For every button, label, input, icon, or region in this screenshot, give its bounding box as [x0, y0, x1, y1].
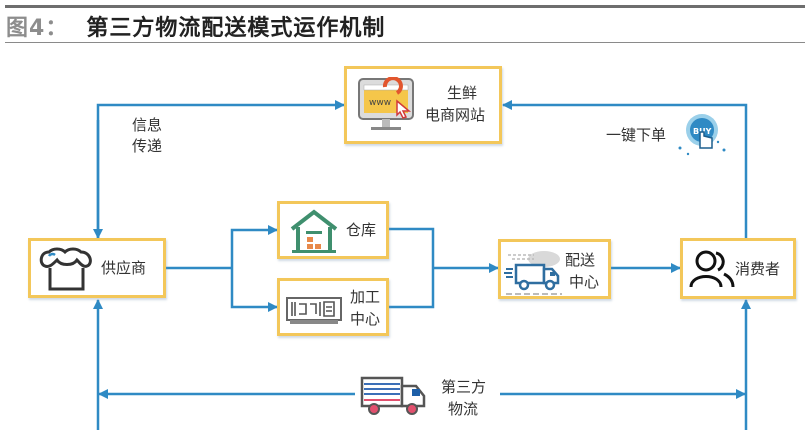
- machine-icon: [286, 297, 342, 324]
- processing-label-line1: 加工: [350, 288, 381, 306]
- ecommerce-label-line1: 生鲜: [447, 84, 478, 102]
- distribution-label-line2: 中心: [569, 273, 600, 291]
- info-transfer-line1: 信息: [132, 116, 163, 134]
- buy-button-icon: BUY: [678, 114, 726, 156]
- computer-www-icon: www: [358, 77, 414, 130]
- figure-separator: ：: [45, 16, 69, 41]
- warehouse-box: 仓库: [277, 201, 389, 259]
- ecommerce-site-box: www 生鲜 电商网站: [344, 66, 502, 144]
- ecommerce-label-line2: 电商网站: [425, 106, 486, 124]
- supplier-label: 供应商: [101, 259, 147, 277]
- logistics-truck-icon: [360, 376, 426, 415]
- delivery-truck-icon: [504, 251, 562, 295]
- info-transfer-line2: 传递: [132, 137, 163, 155]
- warehouse-label: 仓库: [346, 221, 377, 239]
- distribution-center-box: 配送 中心: [498, 239, 611, 299]
- title-top-rule: [5, 5, 805, 8]
- figure-title: 图4： 第三方物流配送模式运作机制: [6, 10, 385, 42]
- processing-center-box: 加工 中心: [277, 278, 389, 336]
- supplier-box: 供应商: [28, 238, 166, 298]
- store-awning-icon: [39, 247, 92, 291]
- consumer-label: 消费者: [735, 260, 781, 278]
- one-click-order-label: 一键下单: [606, 126, 667, 144]
- consumer-box: 消费者: [680, 238, 796, 299]
- consumer-to-ecommerce-arrow: [502, 100, 748, 238]
- warehouse-out-line: [388, 227, 435, 309]
- figure-number: 图4: [6, 16, 46, 41]
- svg-text:www: www: [369, 98, 391, 108]
- logistics-label-line2: 物流: [448, 400, 479, 418]
- warehouse-icon: [290, 209, 338, 253]
- users-icon: [689, 250, 735, 288]
- to-warehouse-arrow: [230, 225, 278, 268]
- logistics-label-line1: 第三方: [441, 378, 487, 396]
- figure-title-text: 第三方物流配送模式运作机制: [86, 16, 386, 41]
- to-processing-arrow: [230, 268, 278, 312]
- processing-label-line2: 中心: [350, 310, 381, 328]
- title-bottom-rule: [5, 42, 805, 43]
- distribution-label-line1: 配送: [565, 251, 596, 269]
